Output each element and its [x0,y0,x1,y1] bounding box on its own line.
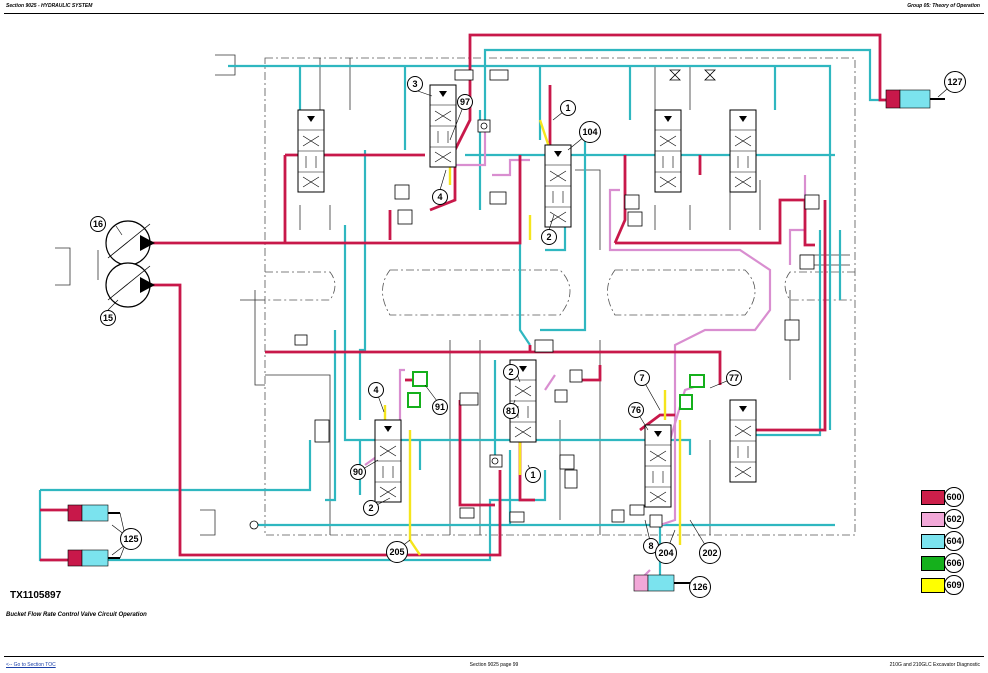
callout-leaders [107,81,956,588]
legend-swatch-600 [921,490,945,505]
legend-swatch-602 [921,512,945,527]
callout-7: 7 [634,370,650,386]
cylinder-127 [885,89,945,109]
legend-code-600: 600 [944,487,964,507]
cylinders-125 [67,504,126,567]
callout-77: 77 [726,370,742,386]
figure-id: TX1105897 [10,590,62,601]
callout-2: 2 [503,364,519,380]
page-number: Section 9025 page 99 [469,662,519,668]
callout-1: 1 [525,467,541,483]
callout-1: 1 [560,100,576,116]
callout-2: 2 [541,229,557,245]
callout-104: 104 [579,121,601,143]
callout-205: 205 [386,541,408,563]
pressure-lines [40,33,890,565]
callout-4: 4 [432,189,448,205]
callout-2: 2 [363,500,379,516]
callout-4: 4 [368,382,384,398]
relief-valves-green [407,371,705,410]
callout-126: 126 [689,576,711,598]
small-valves [294,69,820,528]
load-sense-lines [383,119,682,556]
callout-97: 97 [457,94,473,110]
pilot-lines [55,54,850,536]
callout-15: 15 [100,310,116,326]
header-group: Group 05: Theory of Operation [907,3,980,9]
figure-caption: Bucket Flow Rate Control Valve Circuit O… [6,612,147,618]
legend-swatch-609 [921,578,945,593]
callout-125: 125 [120,528,142,550]
legend-code-604: 604 [944,531,964,551]
callout-204: 204 [655,542,677,564]
header-section: Section 9025 - HYDRAULIC SYSTEM [6,3,93,9]
callout-16: 16 [90,216,106,232]
spool-valves [297,84,757,508]
hydraulic-pumps [105,220,155,308]
callout-76: 76 [628,402,644,418]
legend-swatch-604 [921,534,945,549]
legend-swatch-606 [921,556,945,571]
manual-title: 210G and 210GLC Excavator Diagnostic [889,662,980,668]
legend-code-609: 609 [944,575,964,595]
footer-rule [4,656,984,657]
header-rule [4,13,984,14]
valve-housing-outline [264,57,856,536]
cylinder-126 [633,574,690,592]
callout-3: 3 [407,76,423,92]
legend-code-606: 606 [944,553,964,573]
callout-127: 127 [944,71,966,93]
check-valves [249,69,716,530]
callout-81: 81 [503,403,519,419]
callout-90: 90 [350,464,366,480]
callout-91: 91 [432,399,448,415]
section-toc-link[interactable]: <-- Go to Section TOC [6,662,56,668]
legend-code-602: 602 [944,509,964,529]
callout-202: 202 [699,542,721,564]
